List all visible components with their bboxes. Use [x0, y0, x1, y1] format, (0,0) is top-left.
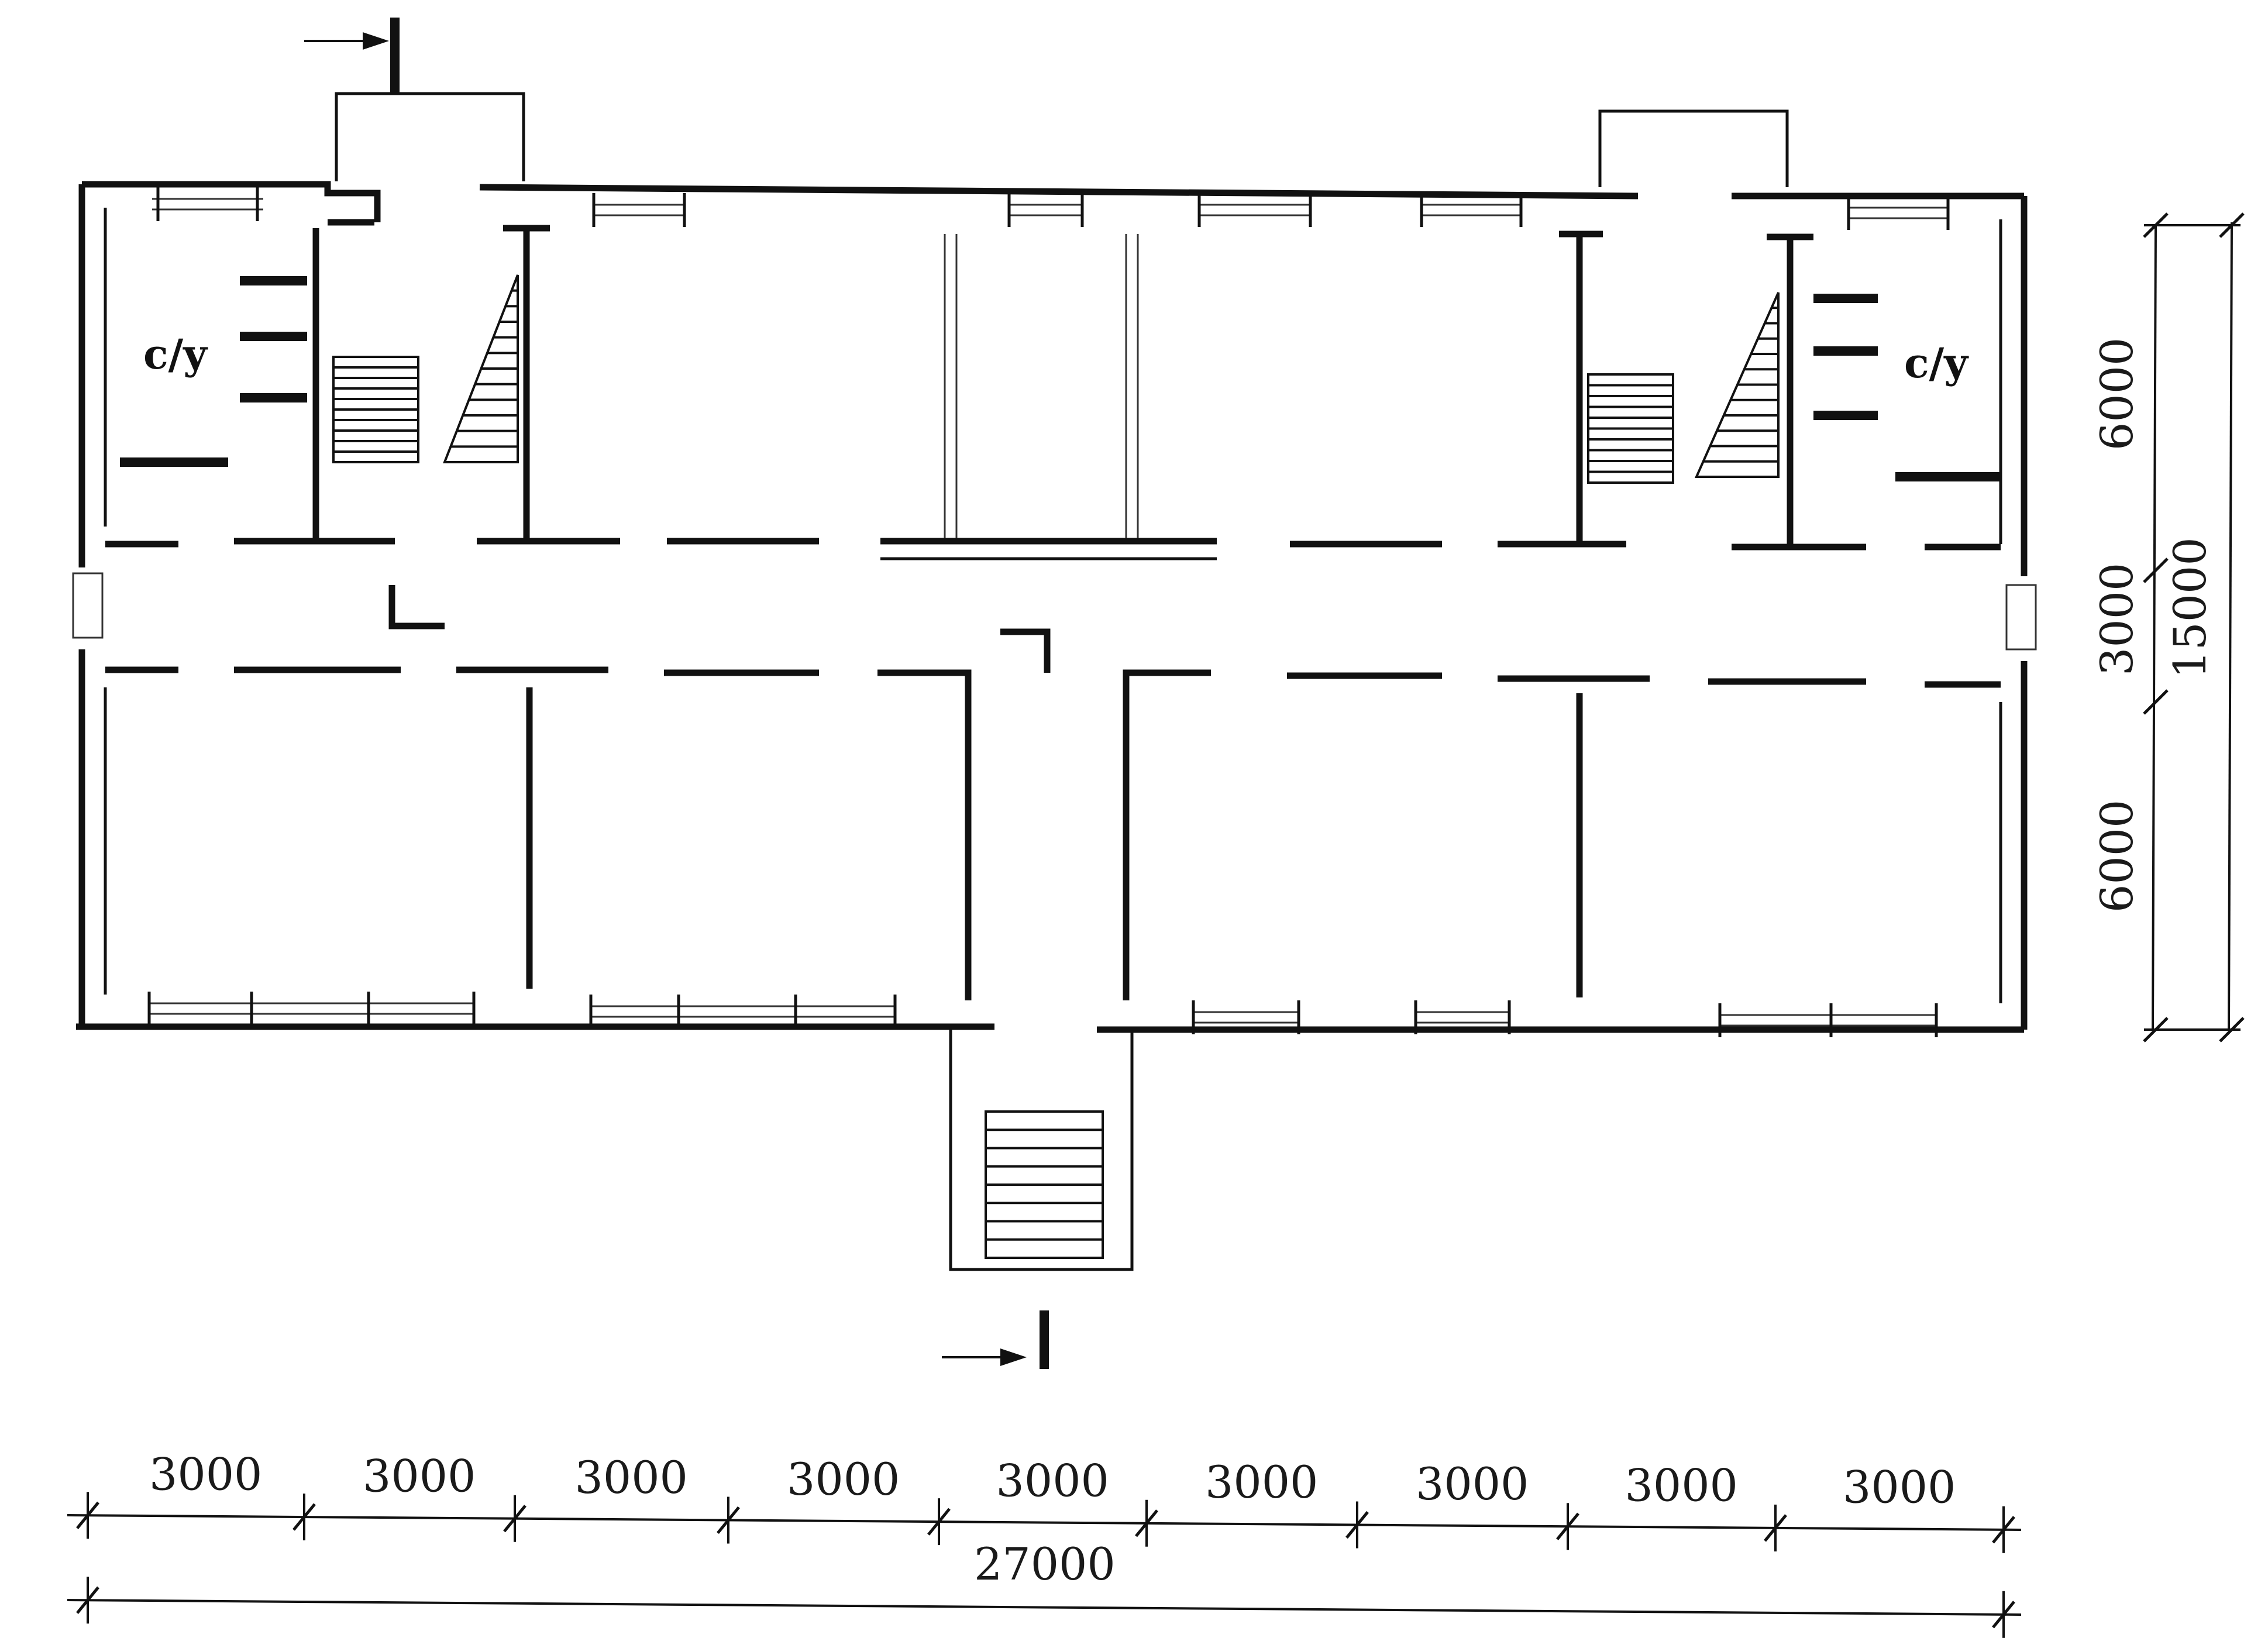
dimension-total-horizontal: 27000 — [974, 1538, 1116, 1590]
section-corner-right — [1000, 628, 1051, 673]
exterior-wall-top-left — [82, 181, 381, 222]
exterior-wall-top-middle — [479, 184, 1639, 199]
dimension-segment-label: 3000 — [1416, 1458, 1529, 1510]
dimension-segment-label: 3000 — [1843, 1461, 1956, 1513]
section-arrow-top-icon — [363, 32, 389, 50]
dimension-tick-vertical-total — [2219, 1017, 2245, 1043]
dimension-segment-label: 3000 — [149, 1449, 262, 1501]
dimension-segment-label: 3000 — [363, 1450, 476, 1502]
room-label-toilet-left: c/y — [143, 330, 208, 379]
vertical-dimension-chain: 6000 3000 6000 15000 — [2091, 212, 2245, 1043]
section-mark-bottom — [942, 1310, 1049, 1369]
dimension-vertical-3: 6000 — [2091, 800, 2143, 913]
toilet-fixtures — [120, 276, 2001, 481]
dimension-segment-label: 3000 — [996, 1454, 1109, 1506]
section-arrow-bottom-icon — [1000, 1348, 1027, 1366]
dimension-segment-label: 3000 — [787, 1453, 900, 1505]
dimension-line-vertical-segments — [2152, 225, 2157, 1030]
dimension-tick-vertical-total — [2219, 212, 2245, 238]
room-label-toilet-right: c/y — [1904, 339, 1969, 387]
dimension-vertical-2: 3000 — [2091, 563, 2143, 676]
entrance-vestibules — [335, 92, 1789, 1271]
corridor-wall-lower-6 — [1123, 669, 1211, 1000]
dimension-segment-label: 3000 — [575, 1451, 688, 1504]
dimension-tick-vertical — [2143, 558, 2169, 583]
vestibule-bottom — [949, 1030, 1134, 1271]
interior-walls — [105, 219, 2001, 1000]
dimension-tick-vertical — [2143, 689, 2169, 715]
window-right-end — [2005, 584, 2037, 651]
section-mark-top — [304, 18, 400, 94]
facade-windows — [147, 187, 1950, 1037]
dimension-line-segments — [67, 1514, 2022, 1531]
vestibule-top-right — [1598, 109, 1789, 187]
dimension-line-total — [67, 1599, 2022, 1616]
stairs — [332, 274, 1780, 1259]
dimension-segment-label: 3000 — [1625, 1460, 1738, 1512]
exterior-walls — [72, 181, 2037, 1033]
corridor-wall-lower-5 — [877, 669, 972, 1000]
dimension-vertical-total: 15000 — [2164, 537, 2216, 679]
vestibule-top-left — [335, 92, 525, 181]
window-left-end — [72, 572, 104, 639]
dimension-segment-label: 3000 — [1205, 1456, 1318, 1508]
section-corner-left — [388, 585, 445, 629]
dimension-line-vertical-total — [2228, 222, 2233, 1030]
horizontal-dimension-chain: 3000 3000 3000 3000 3000 3000 3000 3000 3000 270… — [67, 1449, 2022, 1638]
dimension-vertical-1: 6000 — [2091, 338, 2143, 450]
